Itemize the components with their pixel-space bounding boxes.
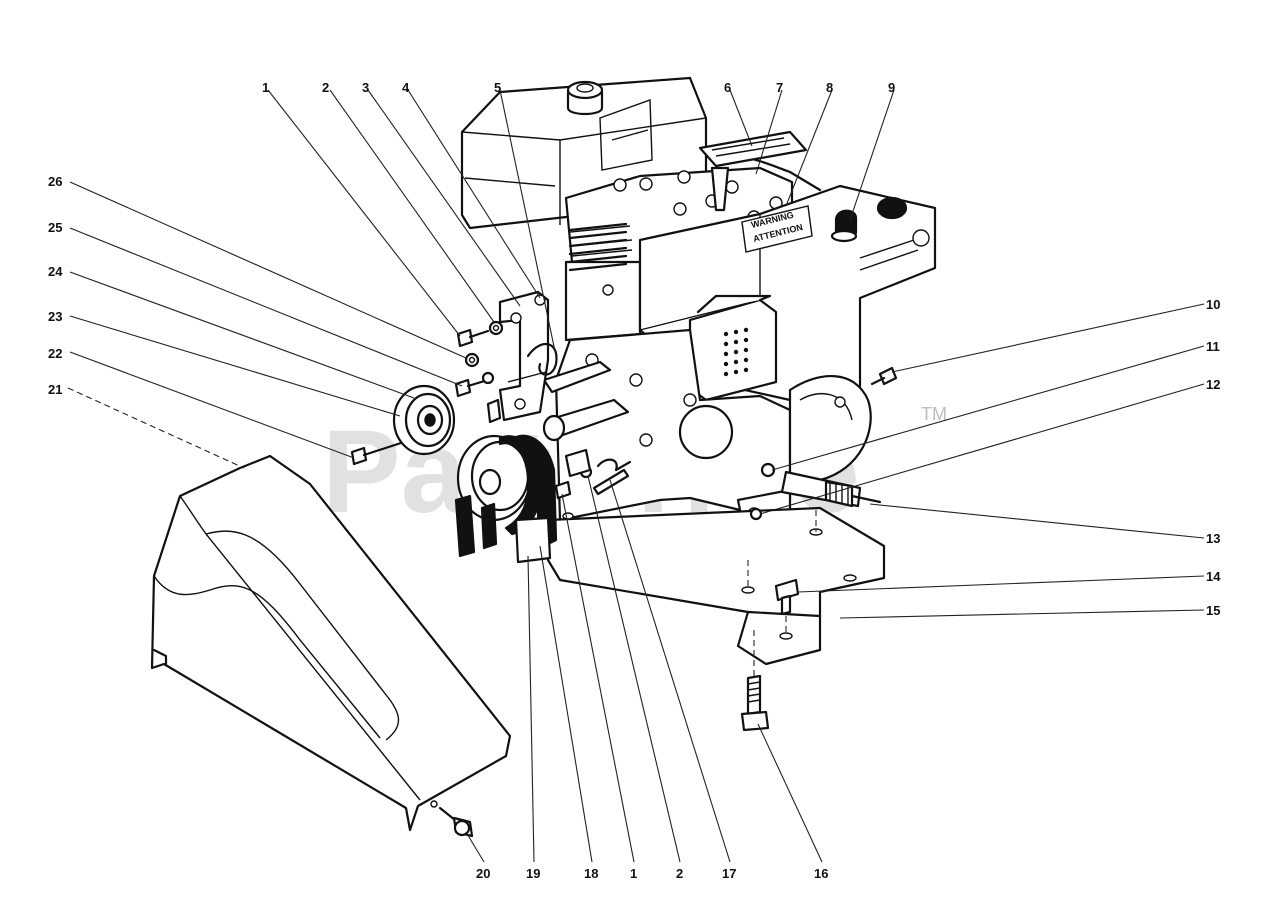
bolt-16 — [740, 674, 770, 732]
callout-1: 1 — [262, 80, 269, 95]
callout-2-bottom: 2 — [676, 866, 683, 881]
callout-20: 20 — [476, 866, 490, 881]
callout-5: 5 — [494, 80, 501, 95]
screw-11 — [760, 462, 776, 478]
idler-bracket — [498, 290, 558, 422]
spacer-block — [486, 398, 502, 424]
callout-21: 21 — [48, 382, 62, 397]
callout-12: 12 — [1206, 377, 1220, 392]
bracket-small — [564, 448, 592, 478]
callout-15: 15 — [1206, 603, 1220, 618]
callout-1-bottom: 1 — [630, 866, 637, 881]
callout-8: 8 — [826, 80, 833, 95]
callout-25: 25 — [48, 220, 62, 235]
drive-pulley — [456, 434, 542, 536]
fuel-cap — [566, 80, 604, 116]
callout-11: 11 — [1206, 339, 1220, 354]
callout-23: 23 — [48, 309, 62, 324]
watermark-trademark: TM — [921, 404, 947, 424]
mounting-plate — [546, 506, 886, 680]
callout-17: 17 — [722, 866, 736, 881]
screw-1-bottom — [554, 480, 572, 500]
callout-13: 13 — [1206, 531, 1220, 546]
callout-10: 10 — [1206, 297, 1220, 312]
screw-25 — [454, 371, 495, 398]
callout-16: 16 — [814, 866, 828, 881]
idler-pulley — [392, 384, 456, 456]
nut-12 — [749, 507, 763, 521]
callout-3: 3 — [362, 80, 369, 95]
callout-18: 18 — [584, 866, 598, 881]
belt-guard — [150, 454, 512, 832]
callout-26: 26 — [48, 174, 62, 189]
callout-labels: 1 2 3 4 5 6 7 8 9 10 11 12 13 14 15 16 1… — [48, 80, 1221, 881]
clip-17 — [596, 458, 632, 472]
callout-22: 22 — [48, 346, 62, 361]
callout-14: 14 — [1206, 569, 1221, 584]
screw-10 — [870, 366, 898, 386]
screw-20 — [438, 806, 474, 838]
callout-6: 6 — [724, 80, 731, 95]
callout-24: 24 — [48, 264, 63, 279]
callout-9: 9 — [888, 80, 895, 95]
nut-2-top — [488, 320, 504, 336]
leader-lines — [67, 89, 1205, 863]
screw-1-top — [456, 328, 490, 348]
bolt-22 — [350, 440, 406, 466]
muffler — [688, 294, 778, 402]
callout-2: 2 — [322, 80, 329, 95]
callout-4: 4 — [402, 80, 410, 95]
bolt-14 — [774, 578, 800, 616]
drive-belts — [454, 434, 558, 564]
nut-26 — [464, 352, 480, 368]
callout-19: 19 — [526, 866, 540, 881]
callout-7: 7 — [776, 80, 783, 95]
